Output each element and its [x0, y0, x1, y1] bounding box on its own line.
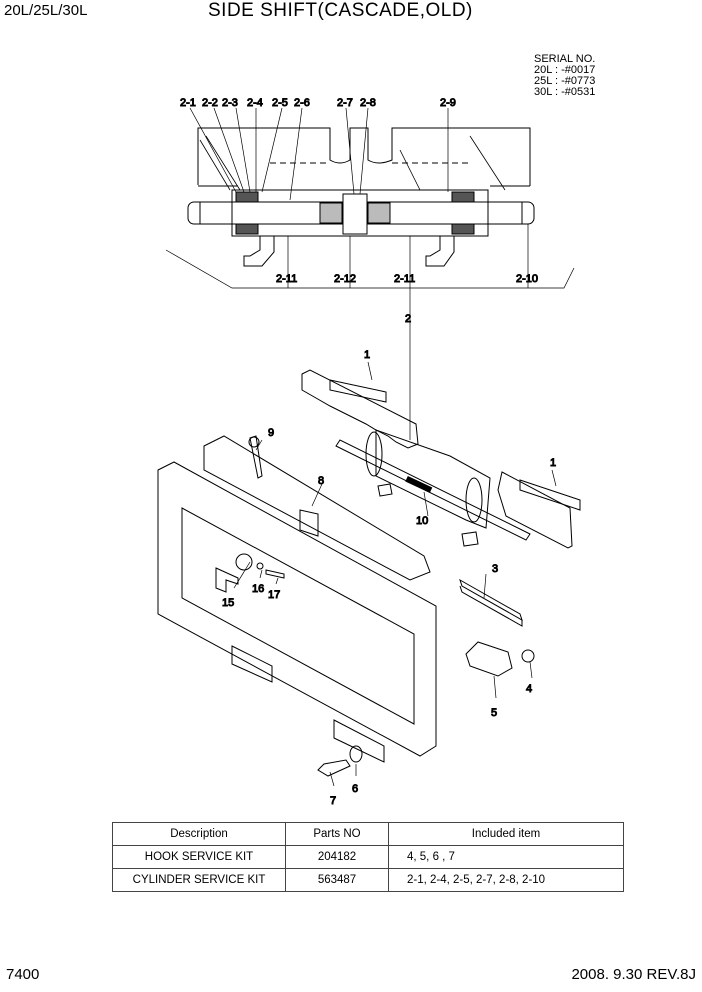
guide-lines-bottom [165, 224, 575, 289]
carriage-top-bar [203, 435, 431, 581]
callout-label: 1 [364, 349, 370, 361]
callout-label: 2-10 [516, 273, 538, 285]
callout-label: 15 [222, 597, 234, 609]
model-header: 20L/25L/30L [4, 2, 88, 19]
callout-label: 2-11 [394, 273, 415, 285]
bracket-ring [235, 553, 253, 571]
carriage-frame-inner [181, 507, 415, 725]
description-cell: CYLINDER SERVICE KIT [112, 868, 286, 892]
cylinder-body [231, 189, 489, 237]
callout-label: 2 [405, 313, 411, 325]
fitting-right [425, 235, 455, 267]
service-kit-table: Description Parts NO Included item HOOK … [112, 822, 624, 892]
callout-label: 17 [268, 589, 280, 601]
callout-label: 2-4 [247, 97, 263, 109]
cylinder-barrel [375, 429, 491, 529]
parts-no-cell: 563487 [285, 868, 389, 892]
seal-right [451, 223, 475, 235]
seal-left [235, 191, 259, 203]
leader-lines-main [233, 361, 557, 787]
seal-left [235, 223, 259, 235]
table-header-row: Description Parts NO Included item [112, 822, 624, 846]
hatch-block [319, 202, 343, 224]
description-cell: HOOK SERVICE KIT [112, 845, 286, 869]
hook-washer [349, 745, 363, 763]
column-header: Parts NO [285, 822, 389, 846]
table-row: HOOK SERVICE KIT 204182 4, 5, 6 , 7 [112, 845, 624, 869]
piston-center [342, 193, 368, 235]
hook-nut [521, 649, 535, 663]
callout-label: 7 [330, 795, 336, 807]
callout-label: 2-2 [202, 97, 218, 109]
callout-label: 2-12 [334, 273, 356, 285]
callout-label: 16 [252, 583, 264, 595]
callout-label: 5 [491, 707, 497, 719]
fitting-left [243, 235, 275, 267]
hook-bar-right [519, 479, 581, 511]
page-title: SIDE SHIFT(CASCADE,OLD) [208, 0, 473, 21]
hook-plate-left [301, 369, 419, 449]
callout-label: 2-1 [180, 97, 196, 109]
cylinder-slot [405, 476, 433, 493]
hatching-left [199, 135, 241, 191]
callout-label: 2-5 [272, 97, 288, 109]
cylinder-section-view: 2-1 2-2 2-3 2-4 2-5 2-6 2-7 2-8 2-9 2-11… [165, 97, 575, 440]
hook-plate-right [497, 471, 573, 549]
hook-bar-left [329, 379, 387, 403]
included-cell: 2-1, 2-4, 2-5, 2-7, 2-8, 2-10 [388, 868, 624, 892]
callout-label: 1 [550, 457, 556, 469]
callout-label: 4 [526, 683, 532, 695]
grease-nipple [249, 435, 263, 479]
column-header: Description [112, 822, 286, 846]
callout-label: 2-8 [360, 97, 376, 109]
date-revision: 2008. 9.30 REV.8J [571, 966, 696, 983]
page-number: 7400 [6, 966, 40, 983]
exploded-view: 2 1 9 8 10 1 3 15 16 17 4 5 7 6 [157, 313, 581, 808]
washer-16 [256, 562, 264, 570]
serial-number-block: SERIAL NO. 20L : -#0017 25L : -#0773 30L… [534, 54, 595, 98]
carriage-lower-lip [231, 645, 385, 763]
cylinder-fitting [377, 483, 479, 547]
hatch-block [367, 202, 391, 224]
serial-line: 25L : -#0773 [534, 75, 596, 87]
callout-label: 2-7 [337, 97, 353, 109]
callout-label: 2-9 [440, 97, 456, 109]
slide-pad [459, 578, 523, 627]
lower-hook [465, 641, 513, 677]
callout-label: 9 [268, 427, 274, 439]
load-ring [299, 509, 319, 537]
bolt-17 [265, 569, 285, 579]
callout-label: 2-6 [294, 97, 310, 109]
column-header: Included item [388, 822, 624, 846]
cylinder-rod [335, 439, 531, 541]
carriage-frame [157, 461, 437, 757]
serial-heading: SERIAL NO. [534, 53, 596, 65]
carriage-left-block [197, 127, 531, 186]
leader-lines-top [189, 107, 449, 201]
callout-label: 10 [416, 515, 428, 527]
callout-label: 6 [352, 783, 358, 795]
parts-no-cell: 204182 [285, 845, 389, 869]
table-row: CYLINDER SERVICE KIT 563487 2-1, 2-4, 2-… [112, 868, 624, 892]
included-cell: 4, 5, 6 , 7 [388, 845, 624, 869]
hook-bolt [317, 759, 351, 777]
callout-label: 3 [492, 563, 498, 575]
seal-right [451, 191, 475, 203]
hatching-right [399, 135, 506, 191]
callout-label: 8 [318, 475, 324, 487]
callout-label: 2-3 [222, 97, 238, 109]
serial-line: 30L : -#0531 [534, 86, 596, 98]
callout-label: 2-11 [276, 273, 297, 285]
serial-line: 20L : -#0017 [534, 64, 596, 76]
side-bracket [215, 567, 239, 593]
